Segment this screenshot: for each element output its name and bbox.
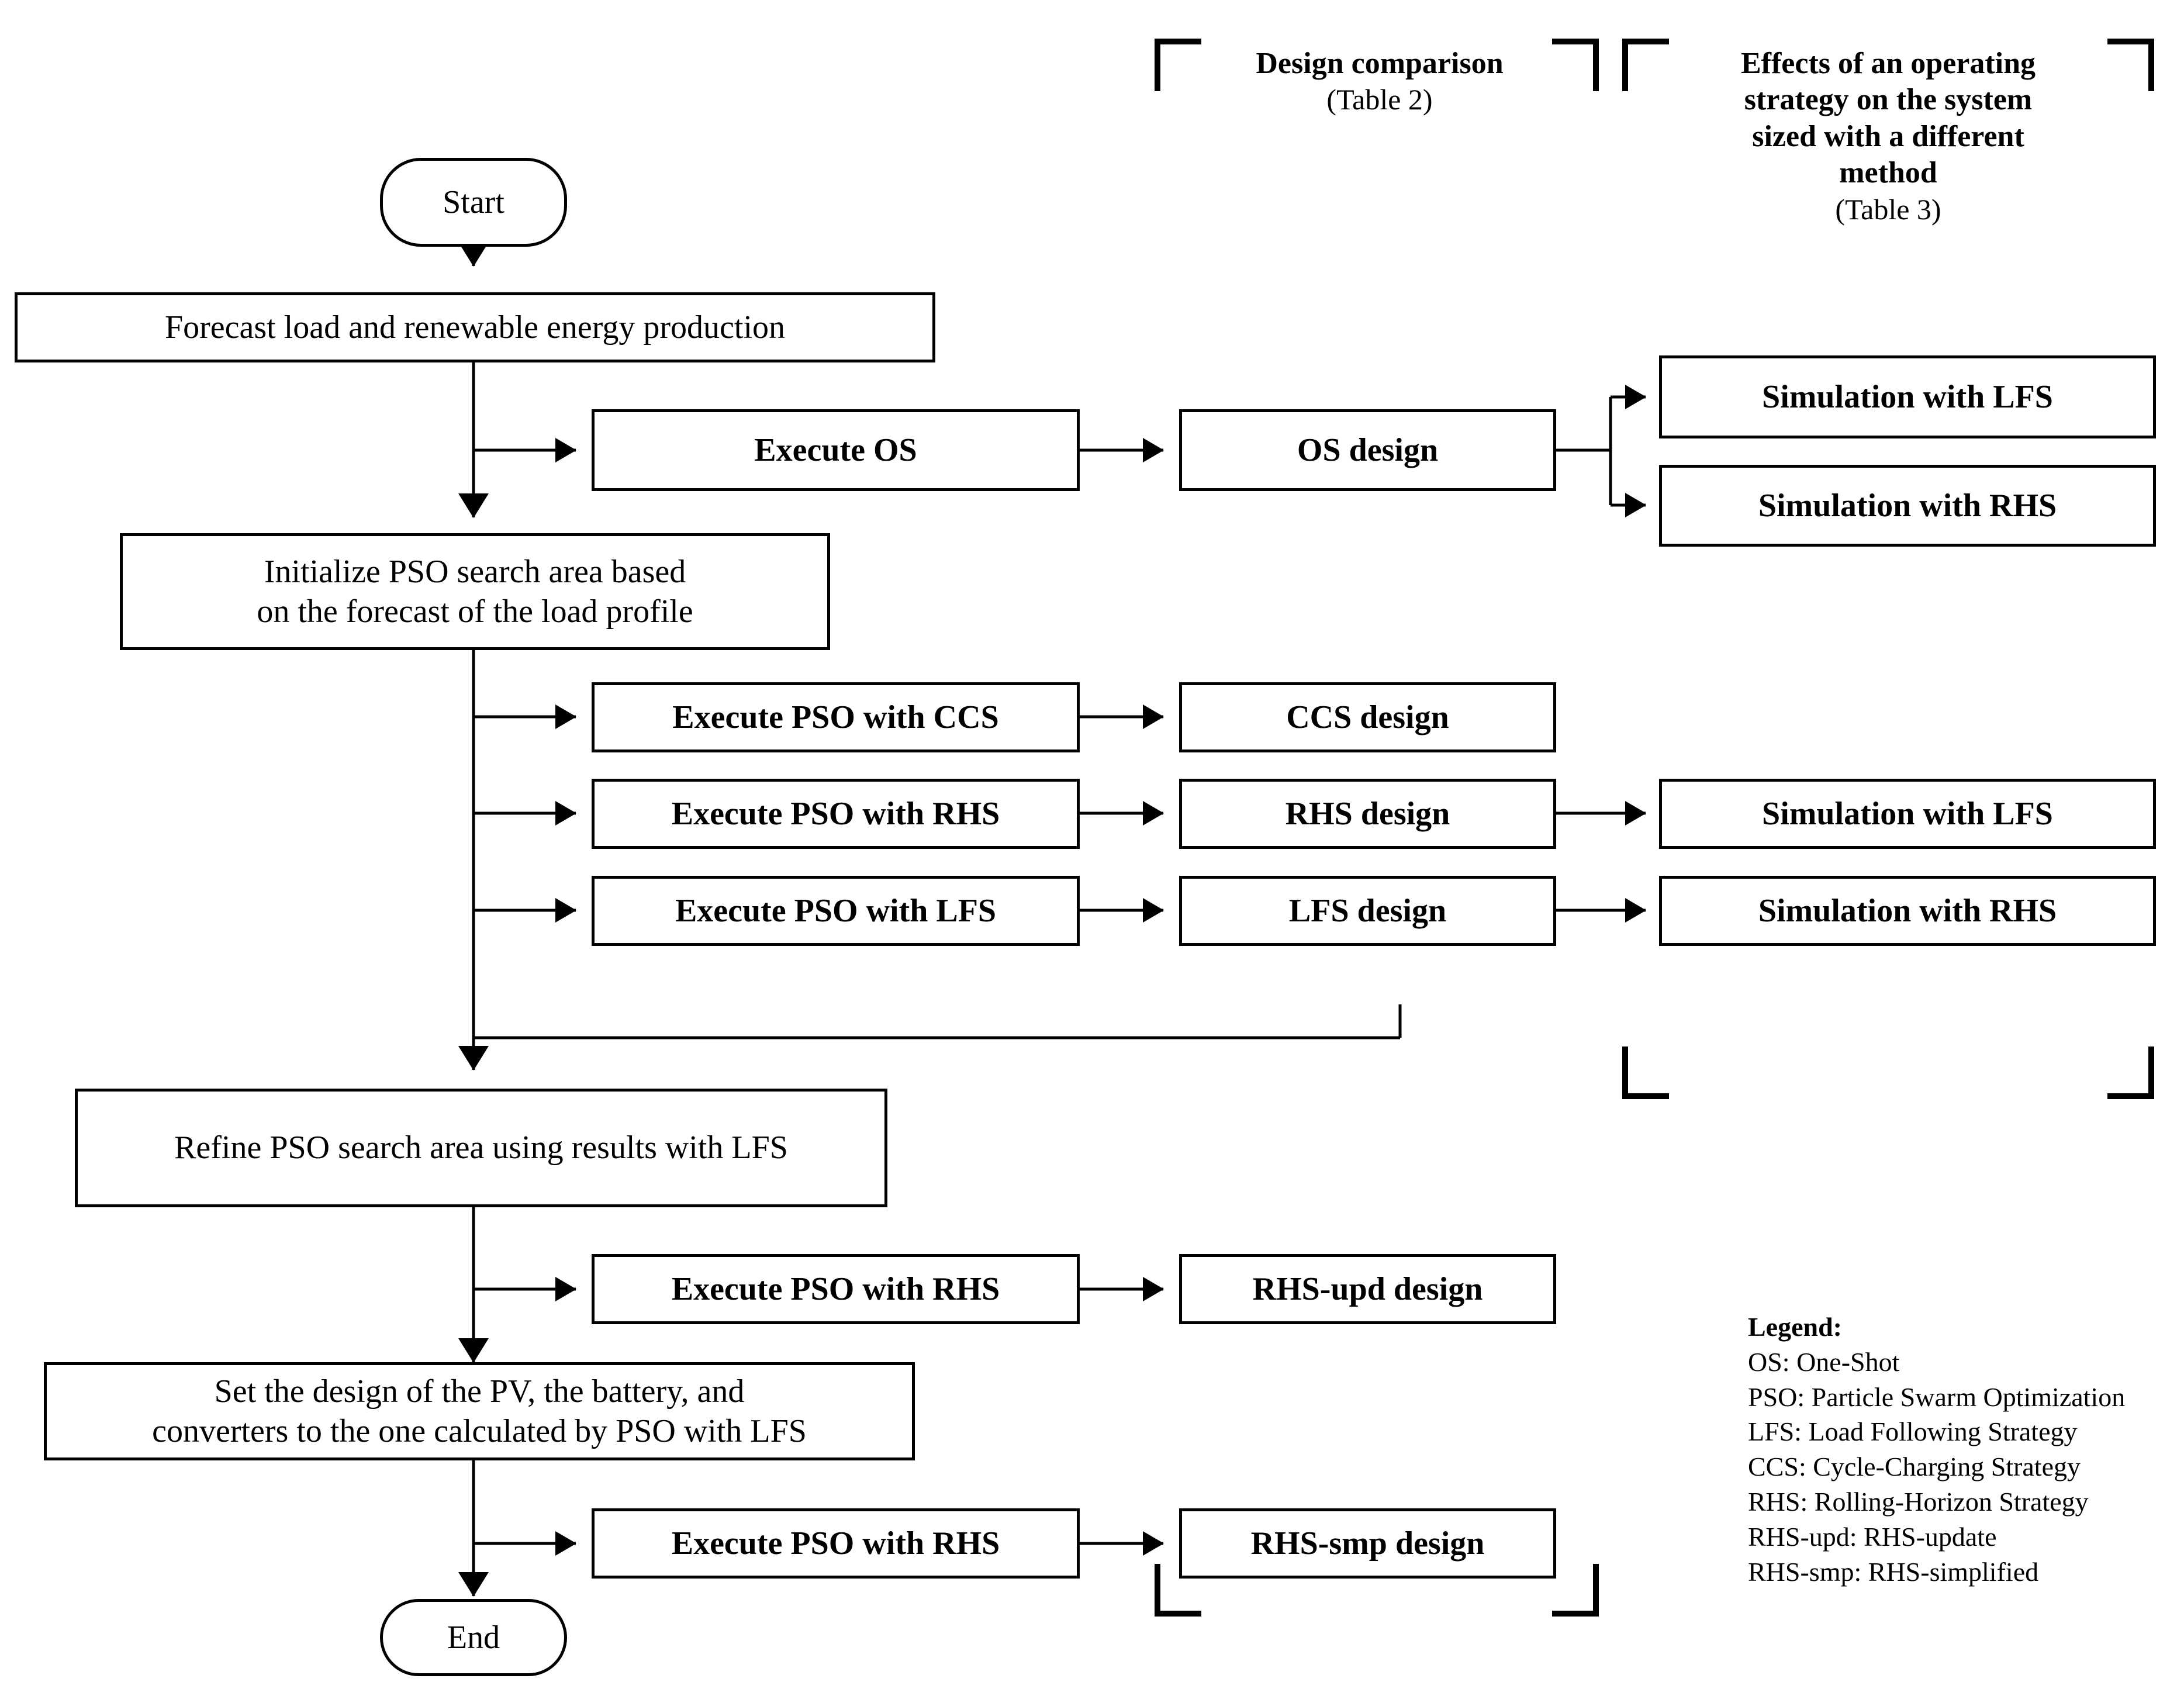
node-execute-pso-rhs-1[interactable]: Execute PSO with RHS xyxy=(592,779,1080,849)
node-simulation-lfs-top-label: Simulation with LFS xyxy=(1762,378,2053,415)
node-simulation-rhs-mid-label: Simulation with RHS xyxy=(1758,892,2057,929)
annotation-design-comparison-table: (Table 2) xyxy=(1326,83,1433,116)
legend-item-rhs: RHS: Rolling-Horizon Strategy xyxy=(1748,1486,2089,1517)
node-initialize-pso[interactable]: Initialize PSO search area based on the … xyxy=(120,533,830,650)
node-execute-pso-rhs-1-label: Execute PSO with RHS xyxy=(671,795,1000,832)
node-start[interactable]: Start xyxy=(380,158,567,247)
legend-title: Legend: xyxy=(1748,1312,1842,1342)
design-comparison-bracket-top-left xyxy=(1155,39,1201,91)
legend-item-os: OS: One-Shot xyxy=(1748,1346,1900,1377)
node-rhs-upd-design-label: RHS-upd design xyxy=(1252,1270,1483,1307)
annotation-effects-line4: method xyxy=(1839,156,1937,190)
legend-item-rhs-smp: RHS-smp: RHS-simplified xyxy=(1748,1556,2039,1587)
node-execute-pso-ccs-label: Execute PSO with CCS xyxy=(672,699,999,735)
legend-item-lfs: LFS: Load Following Strategy xyxy=(1748,1417,2078,1447)
annotation-effects-line2: strategy on the system xyxy=(1744,83,2033,117)
annotation-design-comparison-title: Design comparison xyxy=(1256,47,1504,80)
design-comparison-bracket-top-right xyxy=(1552,39,1599,91)
node-simulation-rhs-top-label: Simulation with RHS xyxy=(1758,487,2057,524)
legend-item-pso: PSO: Particle Swarm Optimization xyxy=(1748,1381,2126,1412)
node-initialize-pso-line1: Initialize PSO search area based xyxy=(264,553,686,590)
node-rhs-design[interactable]: RHS design xyxy=(1179,779,1556,849)
node-end-label: End xyxy=(447,1619,500,1656)
node-rhs-upd-design[interactable]: RHS-upd design xyxy=(1179,1254,1556,1324)
effects-bracket-top-right xyxy=(2107,39,2154,91)
annotation-effects-line3: sized with a different xyxy=(1752,119,2024,153)
annotation-design-comparison: Design comparison (Table 2) xyxy=(1157,46,1602,117)
effects-bracket-top-left xyxy=(1622,39,1669,91)
annotation-effects-line1: Effects of an operating xyxy=(1740,47,2036,80)
node-lfs-design-label: LFS design xyxy=(1288,892,1447,929)
design-comparison-bracket-bottom-right xyxy=(1552,1564,1599,1617)
node-execute-pso-rhs-2[interactable]: Execute PSO with RHS xyxy=(592,1254,1080,1324)
node-execute-pso-rhs-3-label: Execute PSO with RHS xyxy=(671,1525,1000,1562)
node-ccs-design[interactable]: CCS design xyxy=(1179,682,1556,752)
node-rhs-smp-design-label: RHS-smp design xyxy=(1250,1525,1485,1562)
node-rhs-design-label: RHS design xyxy=(1285,795,1450,832)
node-simulation-lfs-mid[interactable]: Simulation with LFS xyxy=(1659,779,2156,849)
node-execute-pso-rhs-2-label: Execute PSO with RHS xyxy=(671,1270,1000,1307)
node-end[interactable]: End xyxy=(380,1599,567,1676)
node-forecast-label: Forecast load and renewable energy produ… xyxy=(164,309,786,346)
node-execute-os-label: Execute OS xyxy=(754,431,917,468)
node-lfs-design[interactable]: LFS design xyxy=(1179,876,1556,946)
design-comparison-bracket-bottom-left xyxy=(1155,1564,1201,1617)
annotation-effects: Effects of an operating strategy on the … xyxy=(1637,46,2140,227)
node-os-design[interactable]: OS design xyxy=(1179,409,1556,491)
annotation-effects-table: (Table 3) xyxy=(1835,192,1941,226)
node-execute-pso-rhs-3[interactable]: Execute PSO with RHS xyxy=(592,1508,1080,1579)
node-refine-pso-label: Refine PSO search area using results wit… xyxy=(174,1130,788,1166)
node-simulation-rhs-top[interactable]: Simulation with RHS xyxy=(1659,465,2156,547)
node-rhs-smp-design[interactable]: RHS-smp design xyxy=(1179,1508,1556,1579)
node-execute-pso-lfs[interactable]: Execute PSO with LFS xyxy=(592,876,1080,946)
node-set-design-line2: converters to the one calculated by PSO … xyxy=(152,1413,807,1449)
effects-bracket-bottom-left xyxy=(1622,1046,1669,1099)
node-simulation-lfs-mid-label: Simulation with LFS xyxy=(1762,795,2053,832)
node-refine-pso[interactable]: Refine PSO search area using results wit… xyxy=(75,1089,887,1207)
node-initialize-pso-line2: on the forecast of the load profile xyxy=(257,593,693,630)
node-set-design[interactable]: Set the design of the PV, the battery, a… xyxy=(44,1362,915,1460)
node-ccs-design-label: CCS design xyxy=(1286,699,1449,735)
node-execute-pso-ccs[interactable]: Execute PSO with CCS xyxy=(592,682,1080,752)
node-os-design-label: OS design xyxy=(1297,431,1439,468)
effects-bracket-bottom-right xyxy=(2107,1046,2154,1099)
legend-item-ccs: CCS: Cycle-Charging Strategy xyxy=(1748,1452,2081,1482)
node-forecast[interactable]: Forecast load and renewable energy produ… xyxy=(15,292,935,362)
legend-item-rhs-upd: RHS-upd: RHS-update xyxy=(1748,1521,1997,1552)
node-execute-pso-lfs-label: Execute PSO with LFS xyxy=(675,892,997,929)
node-simulation-rhs-mid[interactable]: Simulation with RHS xyxy=(1659,876,2156,946)
node-start-label: Start xyxy=(443,184,504,220)
legend: Legend: OS: One-Shot PSO: Particle Swarm… xyxy=(1748,1310,2125,1589)
node-set-design-line1: Set the design of the PV, the battery, a… xyxy=(214,1373,745,1410)
node-execute-os[interactable]: Execute OS xyxy=(592,409,1080,491)
node-simulation-lfs-top[interactable]: Simulation with LFS xyxy=(1659,355,2156,438)
